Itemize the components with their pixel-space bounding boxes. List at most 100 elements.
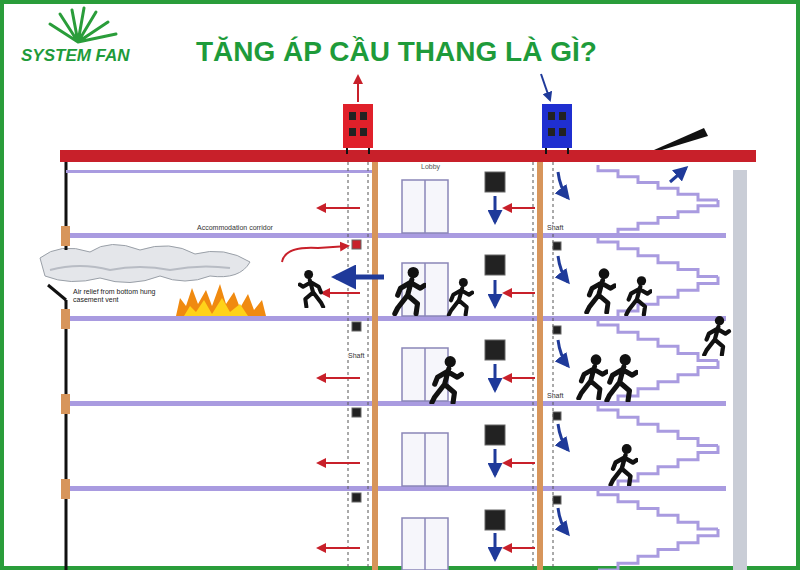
building-structure xyxy=(48,150,756,570)
stair-flight xyxy=(598,165,718,200)
drawing-part xyxy=(61,226,70,246)
drawing-part xyxy=(402,518,448,570)
shaft-label: Shaft xyxy=(546,224,564,232)
corridor-label: Accommodation corridor xyxy=(196,224,274,232)
fire xyxy=(176,284,266,316)
drawing-part xyxy=(352,408,361,417)
drawing-part xyxy=(61,309,70,329)
drawing-part xyxy=(66,170,376,173)
stair-flight xyxy=(598,403,718,446)
drawing-part xyxy=(318,547,360,549)
drawing-part xyxy=(548,128,555,136)
drawing-part xyxy=(424,433,426,486)
drawing-part xyxy=(553,326,561,334)
dampers xyxy=(352,172,561,530)
drawing-part xyxy=(176,284,266,316)
drawing-part xyxy=(670,168,686,182)
drawing-part xyxy=(61,394,70,414)
drawing-part xyxy=(300,270,323,307)
drawing-part xyxy=(553,412,561,420)
drawing-part xyxy=(494,196,497,222)
drawing-part xyxy=(626,276,651,315)
drawing-part xyxy=(611,444,637,485)
drawing-part xyxy=(558,256,568,282)
shafts xyxy=(348,162,553,570)
drawing-part xyxy=(558,424,568,450)
drawing-part xyxy=(50,8,116,42)
air-arrows xyxy=(282,172,568,559)
drawing-part xyxy=(494,449,497,475)
drawing-part xyxy=(449,278,472,315)
drawing-part xyxy=(553,496,561,504)
shaft-label: Shaft xyxy=(347,352,365,360)
drawing-part xyxy=(40,244,250,282)
drawing-part xyxy=(494,364,497,390)
drawing-part xyxy=(559,112,566,120)
drawing-part xyxy=(494,533,497,559)
drawing-part xyxy=(357,76,359,102)
drawing-part xyxy=(348,162,553,570)
drawing-part xyxy=(349,128,356,136)
drawing-part xyxy=(402,433,448,486)
logo-burst xyxy=(50,8,116,42)
drawing-part xyxy=(579,354,607,398)
drawing-part xyxy=(402,180,448,233)
drawing-part xyxy=(485,172,505,192)
drawing-part xyxy=(66,486,726,491)
stair-flight xyxy=(598,529,718,570)
drawing-part xyxy=(322,292,360,294)
drawing-part xyxy=(587,268,615,312)
drawing-part xyxy=(485,340,505,360)
drawing-part xyxy=(537,162,543,570)
stair-flight xyxy=(598,277,718,319)
vent-note: Air relief from bottom hung casement ven… xyxy=(72,288,166,304)
drawing-part xyxy=(65,162,68,570)
drawing-part xyxy=(318,207,360,209)
drawing-part xyxy=(352,493,361,502)
drawing-part xyxy=(360,112,367,120)
drawing-part xyxy=(558,172,568,198)
drawing-part xyxy=(485,510,505,530)
drawing-part xyxy=(495,172,568,559)
drawing-part xyxy=(548,112,555,120)
drawing-part xyxy=(542,104,572,148)
logo-text: SYSTEM FAN xyxy=(20,46,131,66)
drawing-part xyxy=(504,292,535,294)
drawing-part xyxy=(559,128,566,136)
drawing-part xyxy=(282,246,348,262)
drawing-part xyxy=(61,162,543,570)
drawing-part xyxy=(424,518,426,570)
drawing-part xyxy=(504,462,535,464)
staircase xyxy=(598,165,718,570)
drawing-part xyxy=(61,479,70,499)
drawing-part xyxy=(66,316,726,321)
people xyxy=(300,267,729,485)
drawing-part xyxy=(485,255,505,275)
stair-flight xyxy=(598,235,718,277)
drawing-part xyxy=(318,377,360,379)
drawing-part xyxy=(48,285,66,300)
drawing-part xyxy=(352,240,361,249)
drawing-part xyxy=(424,180,426,233)
drawing-part xyxy=(485,425,505,445)
stair-flight xyxy=(598,488,718,529)
drawing-part xyxy=(432,356,462,403)
drawing-part xyxy=(50,266,230,270)
lobby-label: Lobby xyxy=(420,163,441,171)
drawing-part xyxy=(541,74,550,100)
drawing-part xyxy=(395,267,425,314)
drawing-part xyxy=(336,275,384,280)
drawing-part xyxy=(60,150,756,162)
drawing-part xyxy=(282,208,535,548)
drawing-part xyxy=(504,207,535,209)
drawing-part xyxy=(318,462,360,464)
drawing-part xyxy=(558,340,568,366)
stair-flight xyxy=(598,361,718,404)
drawing-part xyxy=(349,112,356,120)
page-title: TĂNG ÁP CẦU THANG LÀ GÌ? xyxy=(196,36,597,68)
drawing-part xyxy=(654,128,708,150)
stair-flight xyxy=(598,318,718,361)
